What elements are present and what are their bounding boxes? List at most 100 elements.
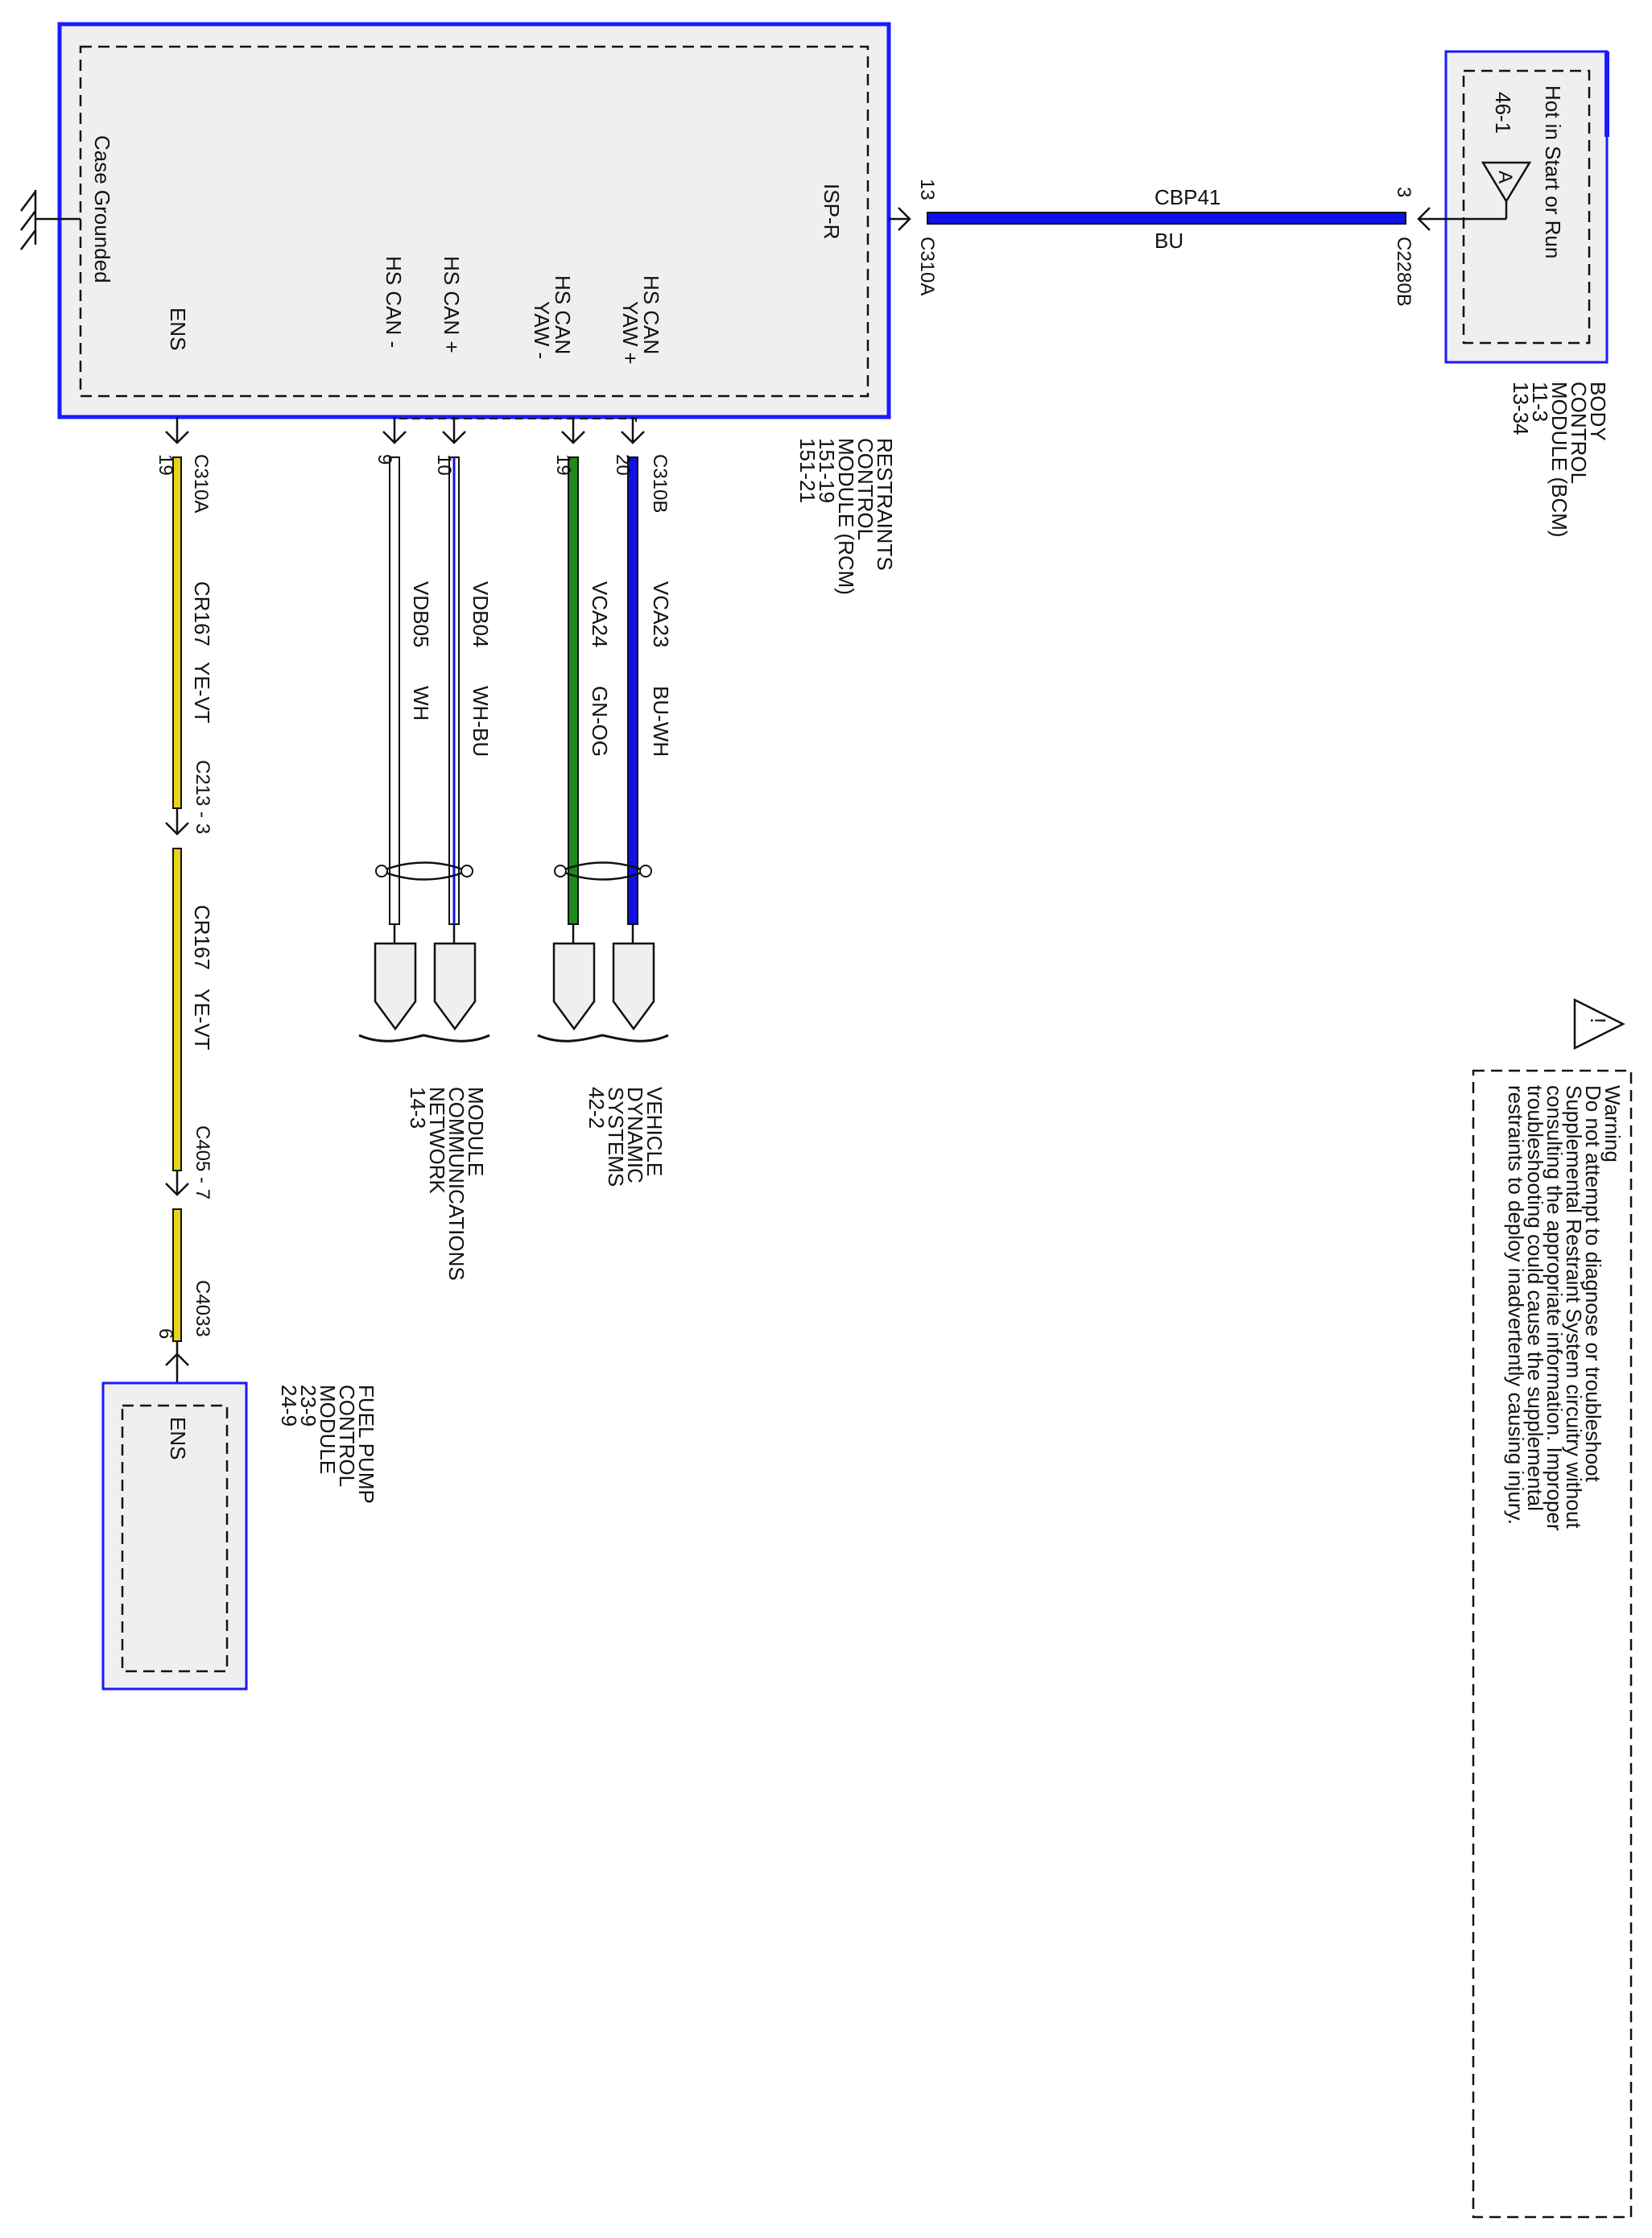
bcm-module[interactable]: Hot in Start or Run 46-1 A: [1444, 50, 1609, 364]
warning-line-2: Do not attempt to diagnose or troublesho…: [1581, 1085, 1605, 1483]
wire-vca24-color: GN-OG: [588, 686, 612, 757]
bcm-module-inner: [1462, 69, 1591, 345]
warning-box-border: [1472, 1069, 1633, 2219]
bcm-power-label: Hot in Start or Run: [1541, 85, 1565, 258]
svg-text:SYSTEMS: SYSTEMS: [604, 1087, 628, 1187]
wire-vdb04[interactable]: 10 VDB04 WH-BU: [433, 417, 493, 944]
bcm-title-line-1: BODY: [1586, 382, 1610, 441]
wire-vdb05-pin: 9: [374, 454, 395, 465]
rcm-ground-label: Case Grounded: [90, 135, 114, 283]
svg-text:DYNAMIC: DYNAMIC: [623, 1087, 647, 1183]
wire-cr167-fpcm-connector: C4033: [192, 1280, 213, 1337]
fpcm-title: FUEL PUMP CONTROL MODULE 23-9 24-9: [277, 1385, 378, 1504]
rcm-title-line-5: 151-21: [795, 438, 820, 503]
wire-vdb04-circuit: VDB04: [469, 581, 493, 647]
connector-arrow-icon: [165, 1183, 189, 1196]
warning-line-6: restraints to deploy inadvertently causi…: [1504, 1085, 1528, 1525]
fpcm-title-line-2: CONTROL: [335, 1385, 359, 1487]
wire-cr167-circuit-2: CR167: [190, 905, 214, 970]
svg-text:!: !: [1586, 1018, 1610, 1023]
triangle-a-icon: A: [1481, 161, 1532, 204]
wire-vca24-circuit: VCA24: [588, 581, 612, 647]
wire-vdb05-circuit: VDB05: [409, 581, 433, 647]
bcm-title: BODY CONTROL MODULE (BCM) 11-3 13-34: [1509, 382, 1610, 538]
svg-text:VEHICLE: VEHICLE: [642, 1087, 667, 1176]
twisted-pair-icon: [554, 861, 652, 881]
wire-vdb05[interactable]: 9 VDB05 WH: [374, 417, 433, 944]
connector-arrow-icon: [621, 431, 645, 444]
wire-cr167-rcm-connector: C310A: [190, 454, 212, 513]
rcm-pin-can-plus: HS CAN +: [440, 256, 464, 353]
rcm-module-border: [57, 22, 891, 419]
fpcm-title-line-1: FUEL PUMP: [354, 1385, 378, 1504]
bcm-title-line-2: CONTROL: [1567, 382, 1591, 484]
rcm-title: RESTRAINTS CONTROL MODULE (RCM) 151-19 1…: [795, 438, 897, 595]
rcm-module[interactable]: Case Grounded ISP-R ENS HS CAN - HS CAN …: [57, 22, 891, 419]
wire-cr167-segment-1: [172, 456, 182, 809]
rcm-title-line-4: 151-19: [815, 438, 839, 503]
connector-arrow-icon: [442, 431, 466, 444]
rcm-title-line-2: CONTROL: [853, 438, 878, 540]
wire-vdb05-body: [389, 456, 400, 925]
wire-cbp41-bcm-pin: 3: [1393, 187, 1415, 197]
ground-icon: [20, 190, 81, 250]
svg-text:MODULE: MODULE: [464, 1087, 488, 1176]
fpcm-title-line-5: 24-9: [277, 1385, 301, 1427]
wire-vca23-color: BU-WH: [649, 686, 673, 757]
warning-triangle-icon: !: [1573, 997, 1625, 1051]
rcm-pin-yaw-minus-1: HS CAN: [551, 275, 575, 354]
warning-line-1: Warning: [1600, 1085, 1625, 1162]
connector-arrow-icon: [561, 431, 585, 444]
wire-cr167-segment-2: [172, 848, 182, 1171]
svg-text:NETWORK: NETWORK: [425, 1087, 449, 1195]
rcm-title-line-1: RESTRAINTS: [873, 438, 897, 571]
svg-text:COMMUNICATIONS: COMMUNICATIONS: [444, 1087, 469, 1281]
rcm-pin-isp-r: ISP-R: [820, 184, 844, 239]
wire-vdb05-color: WH: [409, 686, 433, 721]
inline-connector-2: C405 - 7: [192, 1125, 213, 1200]
rcm-pin-can-minus: HS CAN -: [382, 256, 406, 348]
destination-module-communications-network[interactable]: MODULE COMMUNICATIONS NETWORK 14-3: [406, 1087, 488, 1281]
wire-cr167-color-1: YE-VT: [190, 662, 214, 724]
warning-line-3: Supplemental Restraint System circuitry …: [1562, 1085, 1586, 1529]
rcm-pin-yaw-plus-2: YAW +: [618, 301, 642, 365]
twisted-pair-icon: [375, 861, 473, 881]
wire-vca23-pin: 20: [612, 454, 634, 476]
wire-cbp41-bcm-connector: C2280B: [1393, 237, 1415, 307]
wire-vca23-circuit: VCA23: [649, 581, 673, 647]
plug-terminal-icon: [374, 942, 655, 1031]
warning-line-5: troubleshooting could cause the suppleme…: [1523, 1085, 1547, 1511]
bcm-title-line-4: 11-3: [1528, 382, 1552, 422]
wire-cr167-fpcm-pin: 6: [155, 1328, 176, 1339]
rcm-pin-yaw-minus-2: YAW -: [530, 301, 554, 359]
wire-vca23[interactable]: 20 VCA23 BU-WH: [612, 417, 673, 944]
bcm-module-border: [1444, 50, 1609, 364]
wire-vca23-body: [627, 456, 638, 925]
wire-vca24-pin: 19: [552, 454, 574, 476]
wire-cr167-segment-3: [172, 1208, 182, 1342]
bcm-title-line-3: MODULE (BCM): [1547, 382, 1571, 538]
wire-cbp41-rcm-pin: 13: [916, 179, 938, 200]
wire-vca24[interactable]: 19 VCA24 GN-OG: [552, 417, 612, 944]
can-connector-label: C310B: [649, 454, 671, 513]
fpcm-module[interactable]: ENS: [101, 1381, 248, 1691]
brace-icon: [358, 1034, 669, 1043]
destination-vehicle-dynamic-systems[interactable]: VEHICLE DYNAMIC SYSTEMS 42-2: [584, 1087, 667, 1187]
wire-cbp41[interactable]: CBP41 BU 13 C310A 3 C2280B: [889, 179, 1506, 307]
wire-cr167-circuit-1: CR167: [190, 581, 214, 646]
wire-vdb04-pin: 10: [433, 454, 455, 476]
connector-arrow-icon: [898, 207, 911, 231]
fpcm-title-line-4: 23-9: [296, 1385, 320, 1427]
fpcm-module-border: [101, 1381, 248, 1691]
connector-arrow-icon: [165, 431, 189, 444]
warning-box: Warning Do not attempt to diagnose or tr…: [1472, 1069, 1633, 2219]
fpcm-module-inner: [121, 1404, 229, 1673]
fpcm-pin-ens: ENS: [166, 1417, 190, 1460]
fpcm-title-line-3: MODULE: [316, 1385, 340, 1474]
wire-cr167[interactable]: C310A 19 CR167 YE-VT C213 - 3 CR167 YE-V…: [155, 417, 214, 1406]
wire-vca24-body: [568, 456, 579, 925]
wire-vdb04-color: WH-BU: [469, 686, 493, 757]
rcm-title-line-3: MODULE (RCM): [834, 438, 858, 595]
wire-cbp41-body: [927, 212, 1406, 225]
